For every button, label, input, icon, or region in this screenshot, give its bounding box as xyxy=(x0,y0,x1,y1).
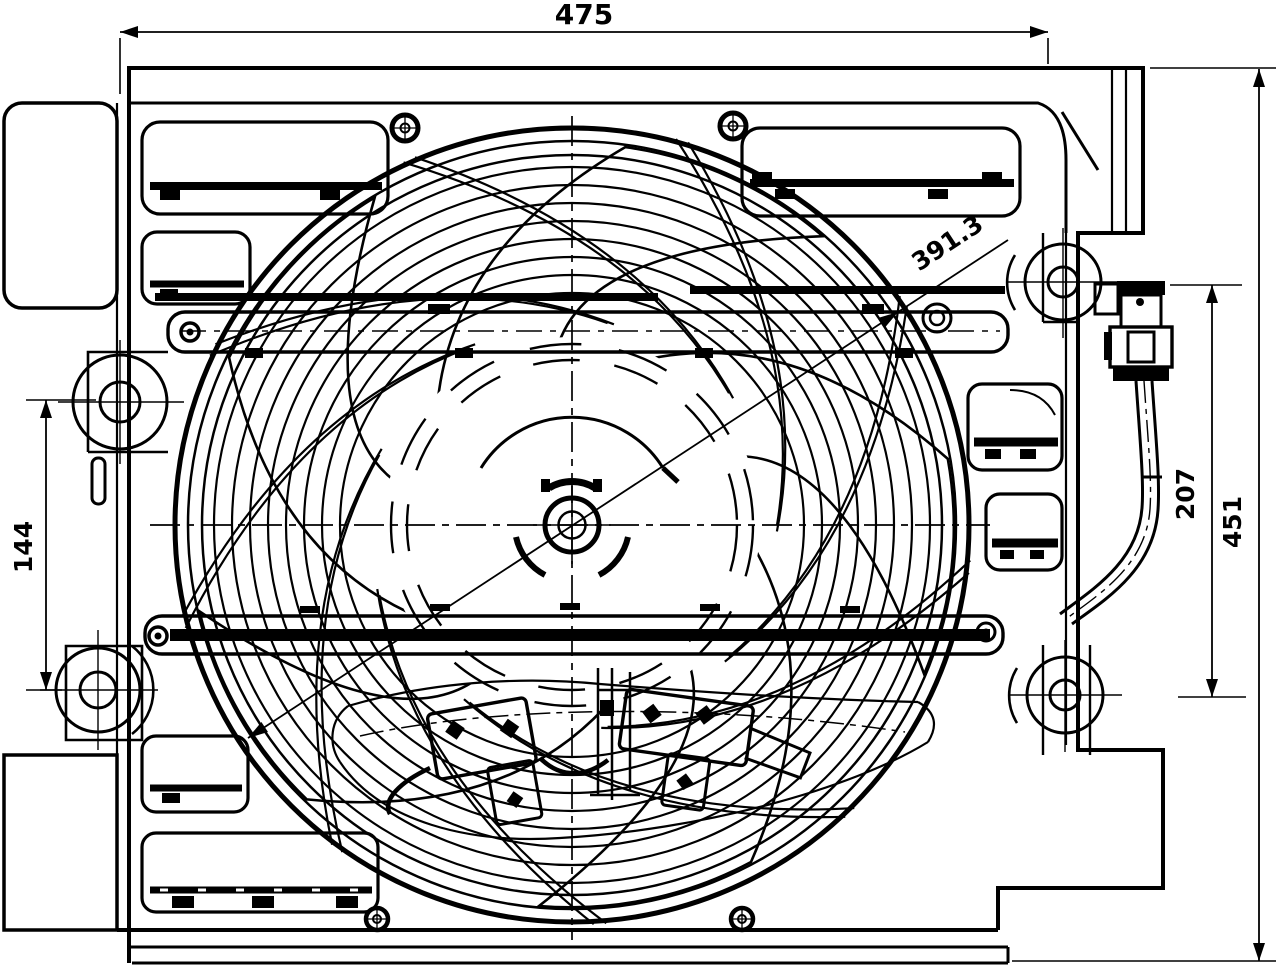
motor-connectors xyxy=(331,668,936,841)
shroud-frame xyxy=(2,66,1165,965)
left-upper-tab xyxy=(2,101,119,310)
dimension-connector-height: 207 xyxy=(1170,284,1246,698)
dim-391-label: 391.3 xyxy=(906,209,988,277)
lower-bar xyxy=(143,614,1005,656)
dim-451-label: 451 xyxy=(1218,496,1247,548)
mounting-holes xyxy=(40,110,1122,933)
dim-207-label: 207 xyxy=(1171,468,1200,520)
hub-balance-arc xyxy=(479,415,665,469)
mount-top-right xyxy=(1005,228,1120,338)
harness-connector xyxy=(1059,281,1174,626)
frame-cutouts xyxy=(140,120,1064,914)
screw-bosses xyxy=(363,110,756,933)
mount-bottom-right xyxy=(1007,640,1122,752)
dimension-overall-height: 451 xyxy=(1012,67,1276,962)
dimension-annotations: 475 391.3 144 207 xyxy=(9,0,1276,962)
mount-mid-left xyxy=(58,340,184,464)
centerlines xyxy=(150,116,990,940)
mounting-bars xyxy=(143,286,1010,656)
left-lower-tab xyxy=(2,753,119,932)
dimension-left-offset: 144 xyxy=(9,399,96,691)
connector-right xyxy=(617,687,812,812)
dim-475-label: 475 xyxy=(555,0,613,31)
connector-left xyxy=(425,696,544,826)
mount-bottom-left xyxy=(40,630,158,750)
dimension-top-width: 475 xyxy=(119,0,1049,94)
upper-bar xyxy=(166,310,1010,354)
dim-144-label: 144 xyxy=(9,521,38,573)
